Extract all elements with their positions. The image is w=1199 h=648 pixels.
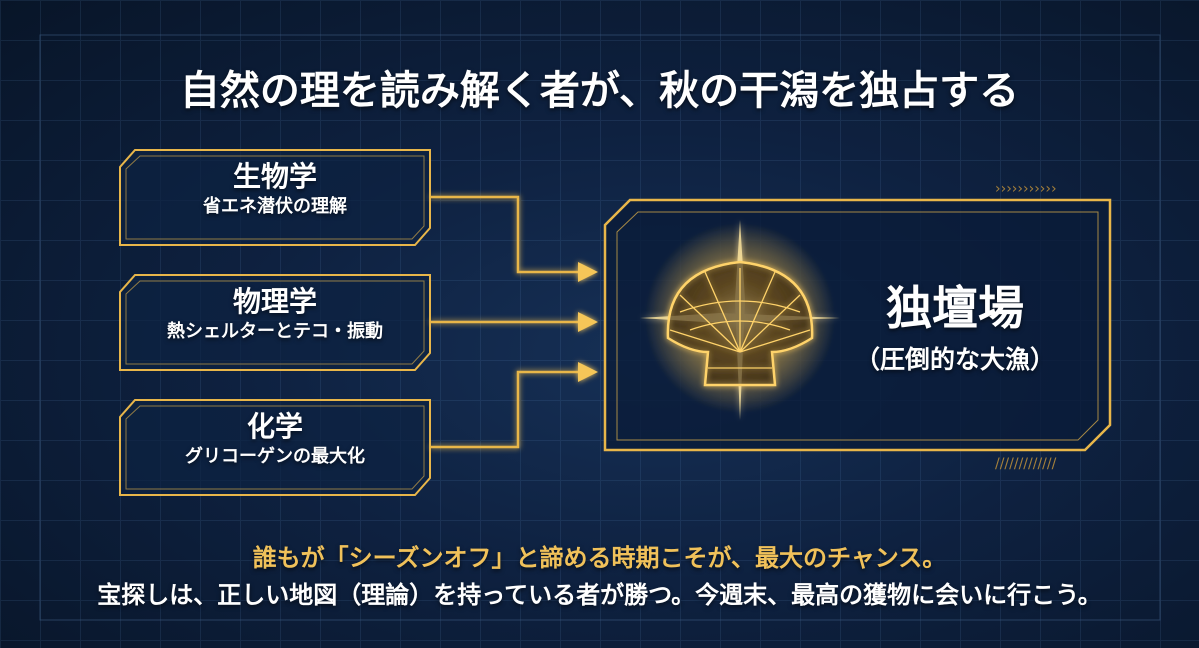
shell-icon (640, 220, 840, 420)
source-box-physics: 物理学 熱シェルターとテコ・振動 (120, 285, 430, 345)
source-box-chemistry: 化学 グリコーゲンの最大化 (120, 410, 430, 470)
source-sub: グリコーゲンの最大化 (185, 446, 365, 467)
source-sub: 熱シェルターとテコ・振動 (167, 321, 383, 342)
message-body: 宝探しは、正しい地図（理論）を持っている者が勝つ。今週末、最高の獲物に会いに行こ… (97, 581, 1102, 609)
svg-text://///////////: ///////////// (995, 456, 1057, 472)
source-box-frame-3 (119, 398, 431, 497)
page-title: 自然の理を読み解く者が、秋の干潟を独占する (179, 68, 1020, 114)
arrow-icon (578, 312, 598, 332)
connector-1 (430, 195, 580, 274)
result-sub: （圧倒的な大漁） (854, 345, 1055, 374)
source-heading: 化学 (246, 410, 303, 443)
arrow-icon (578, 362, 598, 382)
message-highlight: 誰もが「シーズンオフ」と諦める時期こそが、最大のチャンス。 (252, 544, 947, 572)
source-box-biology: 生物学 省エネ潜伏の理解 (120, 160, 430, 220)
source-heading: 物理学 (232, 285, 317, 318)
svg-text:›››››››››››: ››››››››››› (995, 181, 1057, 197)
source-box-frame-1 (119, 148, 431, 247)
arrow-icon (578, 262, 598, 282)
source-heading: 生物学 (232, 160, 317, 193)
connector-3 (430, 370, 580, 449)
source-box-frame-2 (119, 273, 431, 372)
source-sub: 省エネ潜伏の理解 (203, 196, 347, 217)
result-heading: 独壇場 (886, 281, 1024, 335)
